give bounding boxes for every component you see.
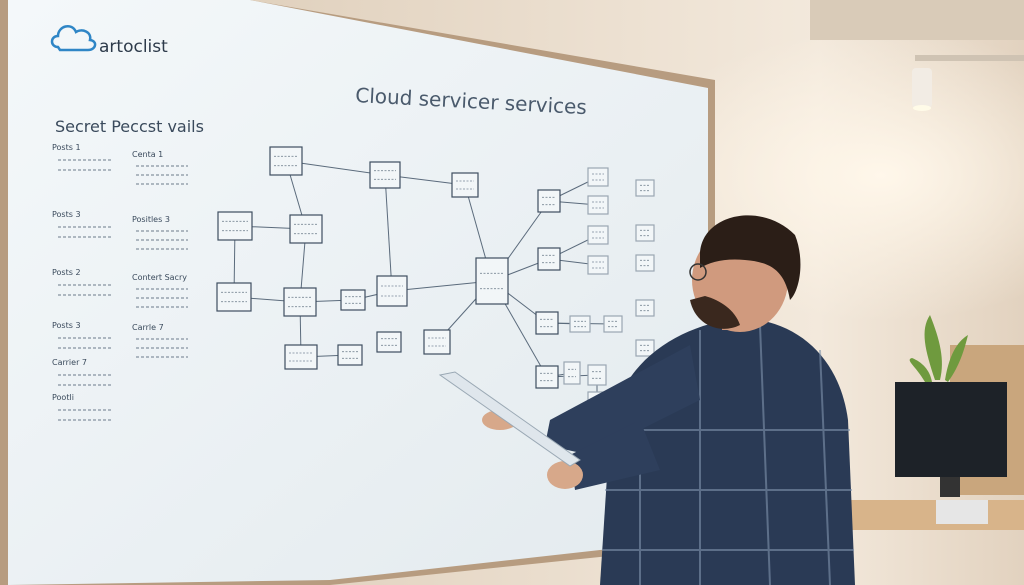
left-notes: Posts 1 Posts 3 Posts 2 Posts 3 Carrier 7 Poo… [52, 143, 188, 421]
diagram-box [535, 311, 559, 335]
diagram-box [569, 315, 591, 333]
tablet [438, 371, 581, 467]
note-heading: Centa 1 [132, 150, 163, 159]
diagram-box [269, 146, 303, 176]
diagram-connector [391, 280, 493, 292]
arm [545, 345, 700, 455]
left-heading: Secret Peccst vails [55, 117, 204, 136]
diagram-box [217, 211, 253, 241]
diagram-box [216, 282, 252, 312]
diagram-box [563, 361, 581, 385]
diagram-box [635, 299, 655, 317]
monitor [895, 382, 1007, 477]
diagram-box [635, 224, 655, 242]
logo-text: artoclist [99, 37, 168, 57]
diagram-box [376, 331, 402, 353]
diagram-box [537, 189, 561, 213]
diagram-box [635, 339, 655, 357]
logo: artoclist [50, 24, 168, 57]
diagram-box [283, 287, 317, 317]
diagram-box [635, 254, 655, 272]
beard [690, 296, 740, 329]
diagram-box [587, 167, 609, 187]
desk [835, 500, 1024, 530]
diagram-box [376, 275, 408, 307]
diagram-box [587, 225, 609, 245]
note-heading: Posts 3 [52, 321, 81, 330]
keyboard [936, 500, 988, 524]
diagram-box [289, 214, 323, 244]
glasses [689, 263, 707, 281]
diagram-box [603, 315, 623, 333]
diagram-box [635, 179, 655, 197]
note-heading: Carrier 7 [52, 358, 87, 367]
diagram-box [537, 247, 561, 271]
desk-area [835, 315, 1024, 530]
diagram-box [451, 172, 479, 198]
person [438, 215, 855, 585]
plant [909, 315, 968, 382]
hair [700, 215, 801, 300]
diagram-box [535, 365, 559, 389]
diagram-box [284, 344, 318, 370]
note-heading: Posts 3 [52, 210, 81, 219]
cloud-icon [50, 24, 97, 52]
note-heading: Positles 3 [132, 215, 170, 224]
note-heading: Pootli [52, 393, 74, 402]
diagram-connector [384, 174, 393, 292]
diagram-box [587, 364, 607, 386]
architecture-diagram [216, 146, 655, 411]
note-heading: Posts 1 [52, 143, 81, 152]
diagram-box [340, 289, 366, 311]
diagram-box [587, 195, 609, 215]
note-heading: Posts 2 [52, 268, 81, 277]
diagram-box [369, 161, 401, 189]
note-heading: Carrle 7 [132, 323, 164, 332]
diagram-box [475, 257, 509, 305]
diagram-box [423, 329, 451, 355]
diagram-box [337, 344, 363, 366]
diagram-box [587, 255, 609, 275]
note-heading: Contert Sacry [132, 273, 187, 282]
ceiling-lamp [810, 0, 1024, 111]
